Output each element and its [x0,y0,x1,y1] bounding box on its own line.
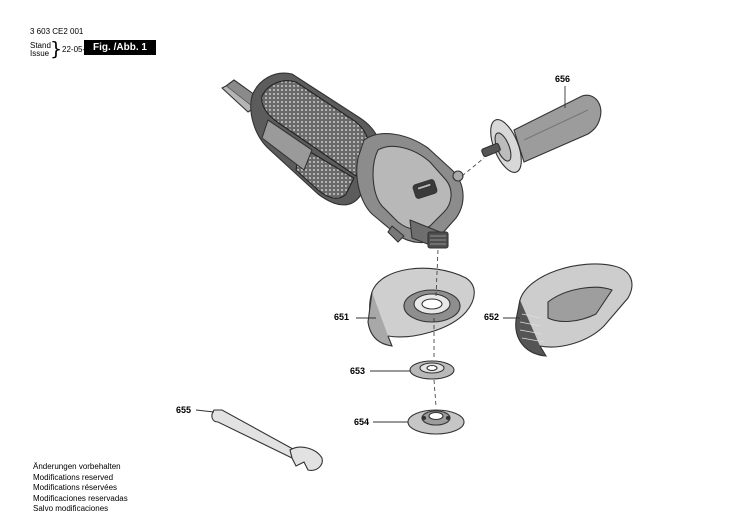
axis-lower [433,379,437,407]
modification-notes: Änderungen vorbehalten Modifications res… [33,462,128,515]
wheel-guard-651 [367,267,475,347]
callout-654: 654 [354,417,370,427]
angle-grinder [221,72,464,249]
issue-label: Issue [30,49,50,58]
wheel-guard-652 [515,263,633,357]
clamping-nut [407,409,465,435]
note-en: Modifications reserved [33,472,114,482]
callout-653: 653 [350,366,366,376]
document-number: 3 603 CE2 001 [30,27,84,36]
callout-656: 656 [555,74,571,84]
side-handle [481,94,602,173]
note-es: Modificaciones reservadas [33,493,128,503]
callout-655: 655 [176,405,192,415]
callout-652: 652 [484,312,500,322]
two-pin-spanner [211,409,323,471]
figure-badge: Fig. /Abb. 1 [84,40,156,55]
leader-655 [195,409,215,413]
mounting-flange [409,360,455,380]
callout-651: 651 [334,312,350,322]
issue-date: 22-05-24 [62,45,95,54]
axis-upper [435,249,439,297]
stand-label: Stand [30,41,51,50]
note-fr: Modifications réservées [33,483,118,492]
note-de: Änderungen vorbehalten [33,462,121,471]
brace-glyph: } [50,38,63,60]
note-pt: Salvo modificaciones [33,504,109,513]
axis-handle [461,157,485,177]
